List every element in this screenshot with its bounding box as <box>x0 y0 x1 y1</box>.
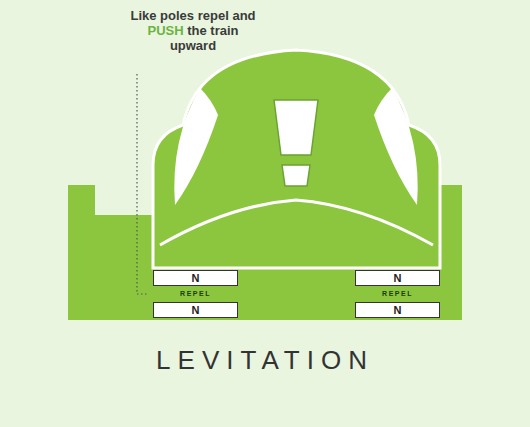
magnet-pole: N <box>192 305 200 316</box>
magnet-block: N <box>355 302 440 318</box>
train-body <box>153 50 440 268</box>
magnet-pole: N <box>394 273 402 284</box>
magnet-block: N <box>355 270 440 286</box>
train-stripe <box>374 88 418 205</box>
magnet-block: N <box>153 302 238 318</box>
magnet-block: N <box>153 270 238 286</box>
train-window <box>274 100 318 155</box>
force-label: REPEL <box>153 289 238 298</box>
leader-line <box>137 74 148 294</box>
train-window <box>282 165 310 186</box>
diagram-title: LEVITATION <box>0 345 530 375</box>
callout-text: Like poles repel and PUSH the train upwa… <box>128 8 258 53</box>
magnet-pole: N <box>394 305 402 316</box>
magnet-pole: N <box>192 273 200 284</box>
force-label: REPEL <box>355 289 440 298</box>
train-stripe <box>174 88 218 205</box>
train-nose-line <box>160 200 433 245</box>
